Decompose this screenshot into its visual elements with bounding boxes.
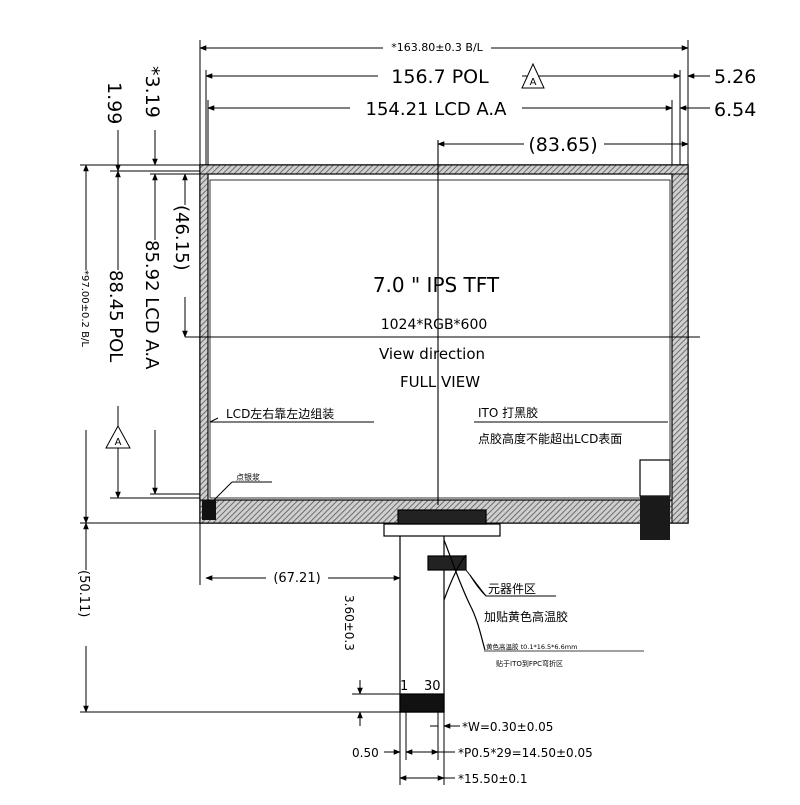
panel-size-title: 7.0 " IPS TFT [373,273,500,297]
pin-width-dim: *W=0.30±0.05 [462,720,553,734]
fpc-tail [383,509,501,713]
tape-position-note: 贴于ITO到FPC弯折区 [496,659,563,668]
pin-margin-dim: 0.50 [352,746,379,760]
svg-text:点银浆: 点银浆 [236,472,260,482]
right-offset-2-dim: 6.54 [714,99,756,121]
half-height-dim: (46.15) [171,205,192,271]
glue-height-note: 点胶高度不能超出LCD表面 [478,431,622,446]
stiffener-dim-lines [352,680,400,726]
tape-spec-note: 黄色高温胶 t0.1*16.5*6.6mm 贴于ITO到FPC弯折区 [484,642,644,668]
center-lines [185,140,700,505]
fpc-offset-dim: (67.21) [273,571,320,586]
pol-height-dim: 88.45 POL [105,270,126,362]
lcd-aa-width-dim: 154.21 LCD A.A [366,99,508,120]
right-offset-1-dim: 5.26 [714,66,756,88]
top-offset-1-dim: *3.19 [141,66,163,118]
stiffener-dim: 3.60±0.3 [342,595,356,651]
pin-dim-lines [384,712,460,785]
pin-pitch-dim: *P0.5*29=14.50±0.05 [458,746,593,760]
lcd-aa-height-dim: 85.92 LCD A.A [141,240,162,370]
top-offset-2-dim: 1.99 [103,82,125,124]
overall-width-dim: *163.80±0.3 B/L [391,41,483,54]
svg-text:A: A [530,77,537,88]
dot-glue-note: 点银浆 [213,472,272,501]
resolution-label: 1024*RGB*600 [381,317,488,333]
fpc-length-dim: (50.11) [76,570,91,617]
revision-mark-left: A [105,424,131,449]
view-direction-value: FULL VIEW [400,373,480,391]
ito-black-note: ITO 打黑胶 点胶高度不能超出LCD表面 [474,405,668,446]
pin-last: 30 [424,679,441,694]
pin-first: 1 [400,679,408,694]
center-offset-dim: (83.65) [528,134,597,156]
svg-text:A: A [115,437,122,448]
svg-text:LCD左右靠左边组装: LCD左右靠左边组装 [226,406,334,421]
left-assembly-note: LCD左右靠左边组装 [209,406,374,423]
silver-dot-pad [202,500,216,520]
component-area-note: 元器件区 [465,569,556,597]
svg-text:黄色高温胶 t0.1*16.5*6.6mm: 黄色高温胶 t0.1*16.5*6.6mm [486,642,577,651]
svg-text:元器件区: 元器件区 [488,582,536,596]
fpc-width-dim: *15.50±0.1 [458,772,528,786]
yellow-tape-note: 加贴黄色高温胶 [484,609,568,624]
panel-outline [199,164,689,524]
right-ic-block [639,459,671,540]
overall-height-dim: *97.00±0.2 B/L [79,270,90,347]
view-direction-label: View direction [379,345,485,363]
svg-text:ITO 打黑胶: ITO 打黑胶 [478,405,538,420]
pol-width-dim: 156.7 POL [391,66,489,88]
revision-mark-top: A [521,62,545,89]
